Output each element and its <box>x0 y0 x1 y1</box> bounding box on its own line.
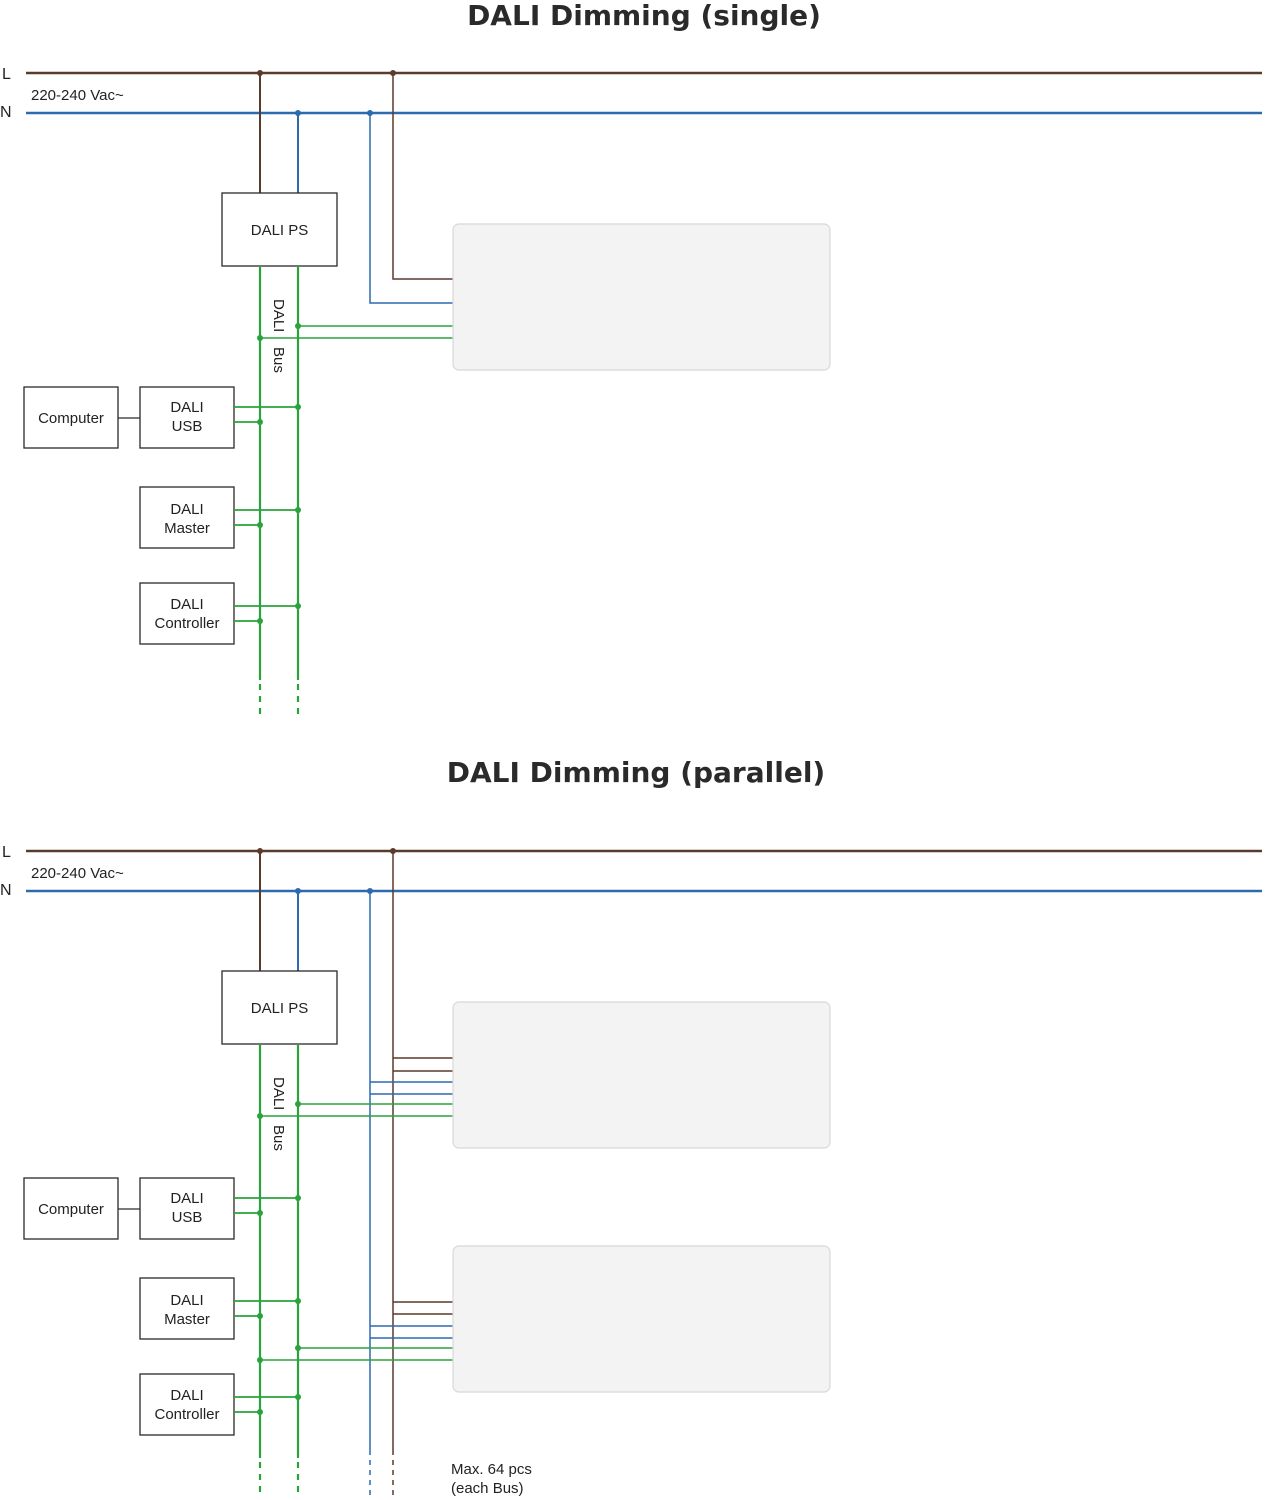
dali-master-label-2: Master <box>164 1311 210 1328</box>
junction-dot <box>295 888 301 894</box>
neutral-label: N <box>0 882 12 899</box>
dali-controller-label-1: DALI <box>170 596 203 613</box>
section-title: DALI Dimming (single) <box>467 0 821 32</box>
dali-usb-label-2: USB <box>172 1209 203 1226</box>
computer-label: Computer <box>38 1201 104 1218</box>
junction-dot <box>257 848 263 854</box>
junction-dot <box>295 323 301 329</box>
led-driver: INPUT KL10C-IS REV A0 191120 LLNNDADA PU… <box>452 1245 831 1393</box>
bus-label-dali: DALI <box>270 1077 287 1110</box>
dali-master-box <box>139 1277 235 1340</box>
driver-body: INPUT KL10C-IS REV A0 191120 LLNNDADA PU… <box>452 1245 831 1393</box>
bus-label-dali: DALI <box>270 299 287 332</box>
live-label: L <box>2 844 11 861</box>
computer-box <box>23 386 119 449</box>
live-label: L <box>2 66 11 83</box>
led-driver: INPUT KL10C-IS REV A0 191120 LLNNDADA PU… <box>452 1001 831 1149</box>
dali-controller-box <box>139 582 235 645</box>
voltage-label: 220-240 Vac~ <box>31 865 124 882</box>
max-pcs-note-line-2: (each Bus) <box>451 1480 524 1497</box>
voltage-label: 220-240 Vac~ <box>31 87 124 104</box>
dali-master-label-2: Master <box>164 520 210 537</box>
dali-usb-label-2: USB <box>172 418 203 435</box>
dali-controller-label-2: Controller <box>154 1406 219 1423</box>
bus-label-bus: Bus <box>270 347 287 373</box>
section-single: DALI Dimming (single) L N 220-240 Vac~ D… <box>0 0 1262 720</box>
junction-dot <box>257 335 263 341</box>
junction-dot <box>257 70 263 76</box>
bus-label-bus: Bus <box>270 1125 287 1151</box>
led-driver: INPUT KL10C-IS REV A0 191120 LLNNDADA PU… <box>452 223 831 371</box>
junction-dot <box>295 110 301 116</box>
dali-ps-label: DALI PS <box>251 1000 309 1017</box>
dali-usb-label-1: DALI <box>170 1190 203 1207</box>
dali-ps-box <box>221 970 338 1045</box>
dali-controller-label-1: DALI <box>170 1387 203 1404</box>
dali-controller-box <box>139 1373 235 1436</box>
dali-master-label-1: DALI <box>170 501 203 518</box>
section-title: DALI Dimming (parallel) <box>447 756 825 789</box>
dali-controller-label-2: Controller <box>154 615 219 632</box>
neutral-label: N <box>0 104 12 121</box>
dali-usb-box <box>139 1177 235 1240</box>
computer-box <box>23 1177 119 1240</box>
driver-body: INPUT KL10C-IS REV A0 191120 LLNNDADA PU… <box>452 223 831 371</box>
dali-ps-label: DALI PS <box>251 222 309 239</box>
computer-label: Computer <box>38 410 104 427</box>
dali-usb-label-1: DALI <box>170 399 203 416</box>
max-pcs-note-line-1: Max. 64 pcs <box>451 1461 532 1478</box>
driver-body: INPUT KL10C-IS REV A0 191120 LLNNDADA PU… <box>452 1001 831 1149</box>
dali-master-label-1: DALI <box>170 1292 203 1309</box>
dali-master-box <box>139 486 235 549</box>
section-parallel: DALI Dimming (parallel) L N 220-240 Vac~… <box>0 756 1262 1498</box>
dali-ps-box <box>221 192 338 267</box>
dali-usb-box <box>139 386 235 449</box>
